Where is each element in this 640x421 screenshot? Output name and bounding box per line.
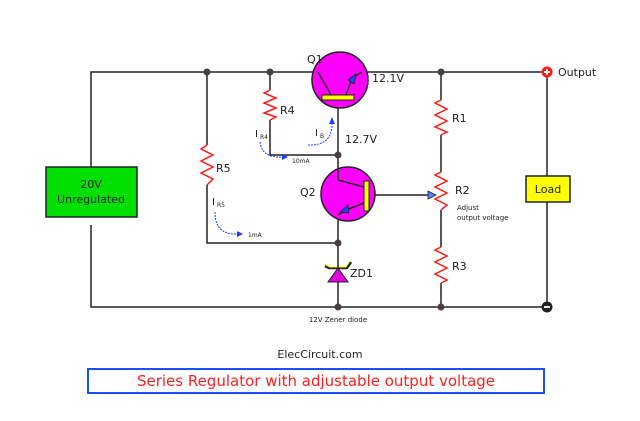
junction-dot [334,239,342,247]
ib-arrowhead-icon [329,117,335,124]
zener-diode-zd1 [324,260,353,292]
current-ir5: I R5 1mA [212,197,263,239]
junction-dot [266,68,274,76]
junction-dot [203,68,211,76]
resistors [199,89,449,284]
junction-dot [437,68,445,76]
label-r4: R4 [280,104,295,117]
ir4-value: 10mA [292,158,310,165]
label-q2: Q2 [300,186,316,199]
junction-dot [334,151,342,159]
label-r2: R2 [455,184,470,197]
ir5-value: 1mA [248,232,263,239]
source-label-line1: 20V [80,178,102,191]
ib-subscript: B [320,133,324,140]
junction-dot [334,303,342,311]
resistor-r5 [199,144,215,186]
label-r3: R3 [452,260,467,273]
current-ir4: I R4 10mA [255,129,310,165]
resistor-r2 [433,171,449,211]
q1-base-voltage: 12.7V [345,133,377,146]
negative-terminal-icon [541,301,553,313]
wire-r5-bottom [206,185,338,244]
current-ib: I B [307,117,335,146]
ir5-arrow-icon [214,211,238,235]
ib-symbol: I [315,128,318,139]
r2-wiper-arrow [427,190,437,200]
zener-note: 12V Zener diode [309,316,367,324]
ir4-arrowhead-icon [282,154,288,160]
wires [90,71,548,308]
load-box [525,175,571,203]
ir5-subscript: R5 [217,202,225,209]
output-label: Output [558,66,597,79]
label-zd1: ZD1 [350,267,373,280]
q1-emitter-voltage: 12.1V [372,72,404,85]
wire-top-left [90,71,318,167]
junction-dot [437,303,445,311]
resistor-r3 [433,246,449,284]
r2-note-line2: output voltage [457,214,508,222]
source-label-line2: Unregulated [57,193,125,206]
resistor-r4 [261,89,278,121]
positive-terminal-icon [541,66,553,78]
diagram-title: Series Regulator with adjustable output … [136,372,496,390]
label-q1: Q1 [307,53,323,66]
ir5-arrowhead-icon [237,231,243,237]
unregulated-source-box [45,166,138,218]
junction-dots [203,68,445,311]
ir5-symbol: I [212,197,215,208]
site-credit: ElecCircuit.com [277,348,363,361]
ir4-arrow-icon [259,141,283,158]
transistor-q1 [311,51,369,109]
ir4-symbol: I [255,129,258,140]
diagram-title-box: Series Regulator with adjustable output … [87,368,545,394]
resistor-r1 [433,99,449,136]
ib-arrow-icon [307,123,333,146]
label-r1: R1 [452,112,467,125]
wire-r4-bottom [269,120,338,156]
load-label: Load [535,183,561,196]
transistor-q2 [320,166,376,222]
label-r5: R5 [216,162,231,175]
wire-bottom [90,225,547,308]
ir4-subscript: R4 [260,134,268,141]
r2-note-line1: Adjust [457,204,479,212]
